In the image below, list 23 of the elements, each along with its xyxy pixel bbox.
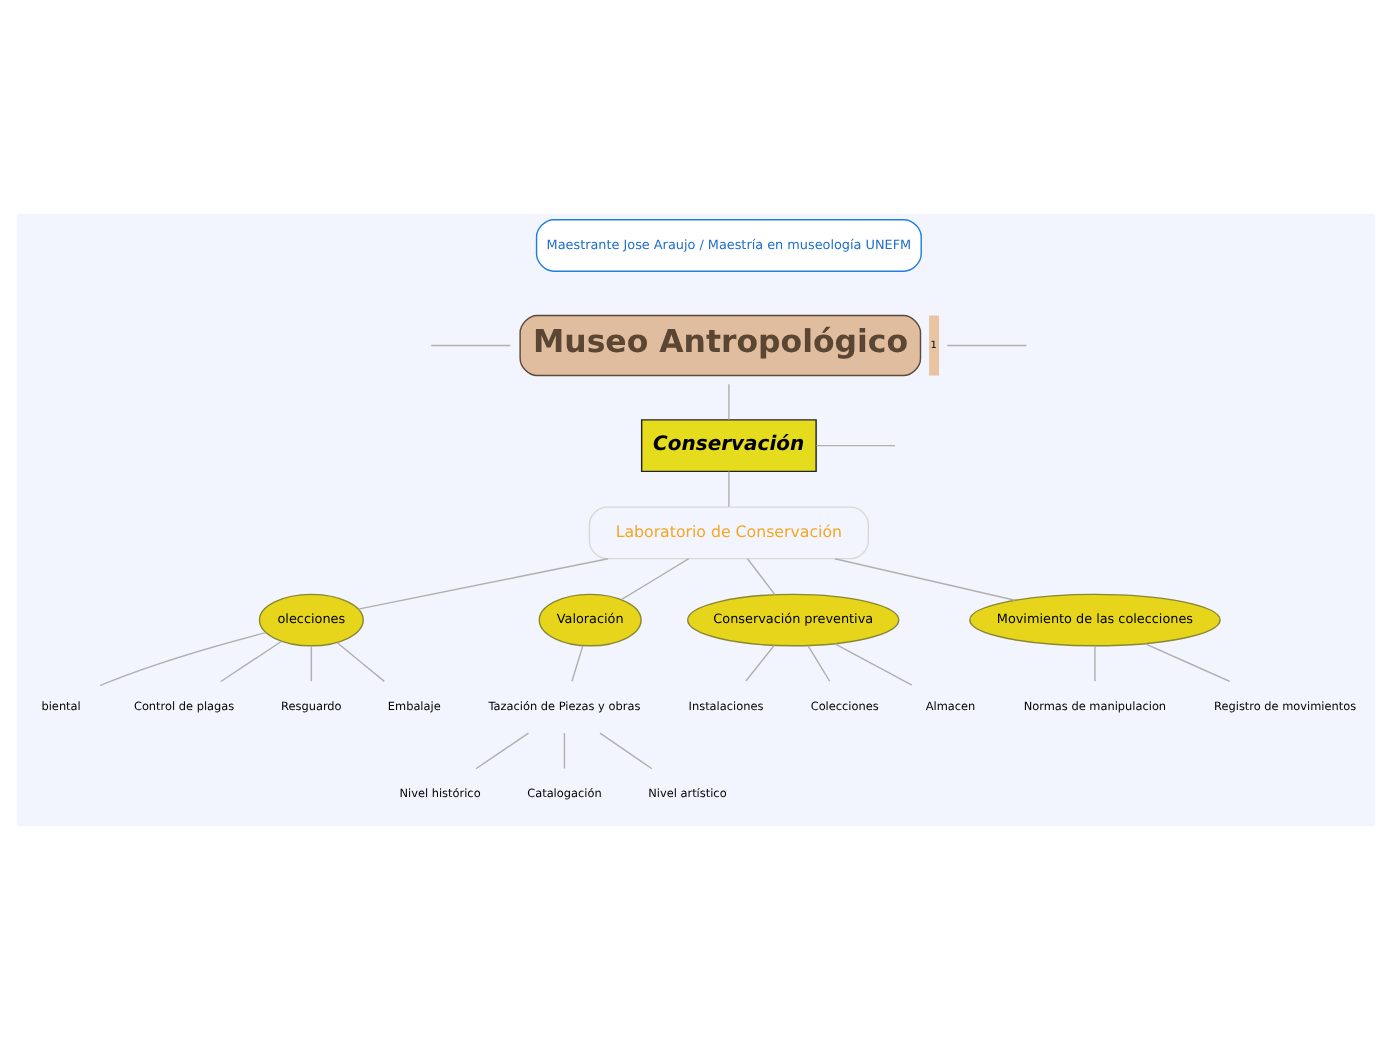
connector xyxy=(475,732,530,770)
connector xyxy=(1094,645,1096,682)
connector xyxy=(571,645,584,682)
connector xyxy=(807,645,831,682)
connector xyxy=(563,732,566,770)
connector xyxy=(220,640,282,683)
connector xyxy=(620,558,690,601)
connector xyxy=(357,558,609,610)
connector xyxy=(946,344,1028,347)
connector xyxy=(599,732,653,770)
connector xyxy=(815,444,896,447)
connector xyxy=(336,642,386,683)
node-box: Conservación xyxy=(640,419,817,473)
connector xyxy=(834,643,913,686)
connector xyxy=(1144,643,1231,683)
connector xyxy=(430,344,511,347)
connector xyxy=(99,631,267,687)
connector xyxy=(728,470,730,508)
connector xyxy=(834,558,1016,601)
connector xyxy=(745,644,775,682)
connector xyxy=(728,383,730,421)
connector xyxy=(310,645,313,682)
connector xyxy=(746,558,776,596)
